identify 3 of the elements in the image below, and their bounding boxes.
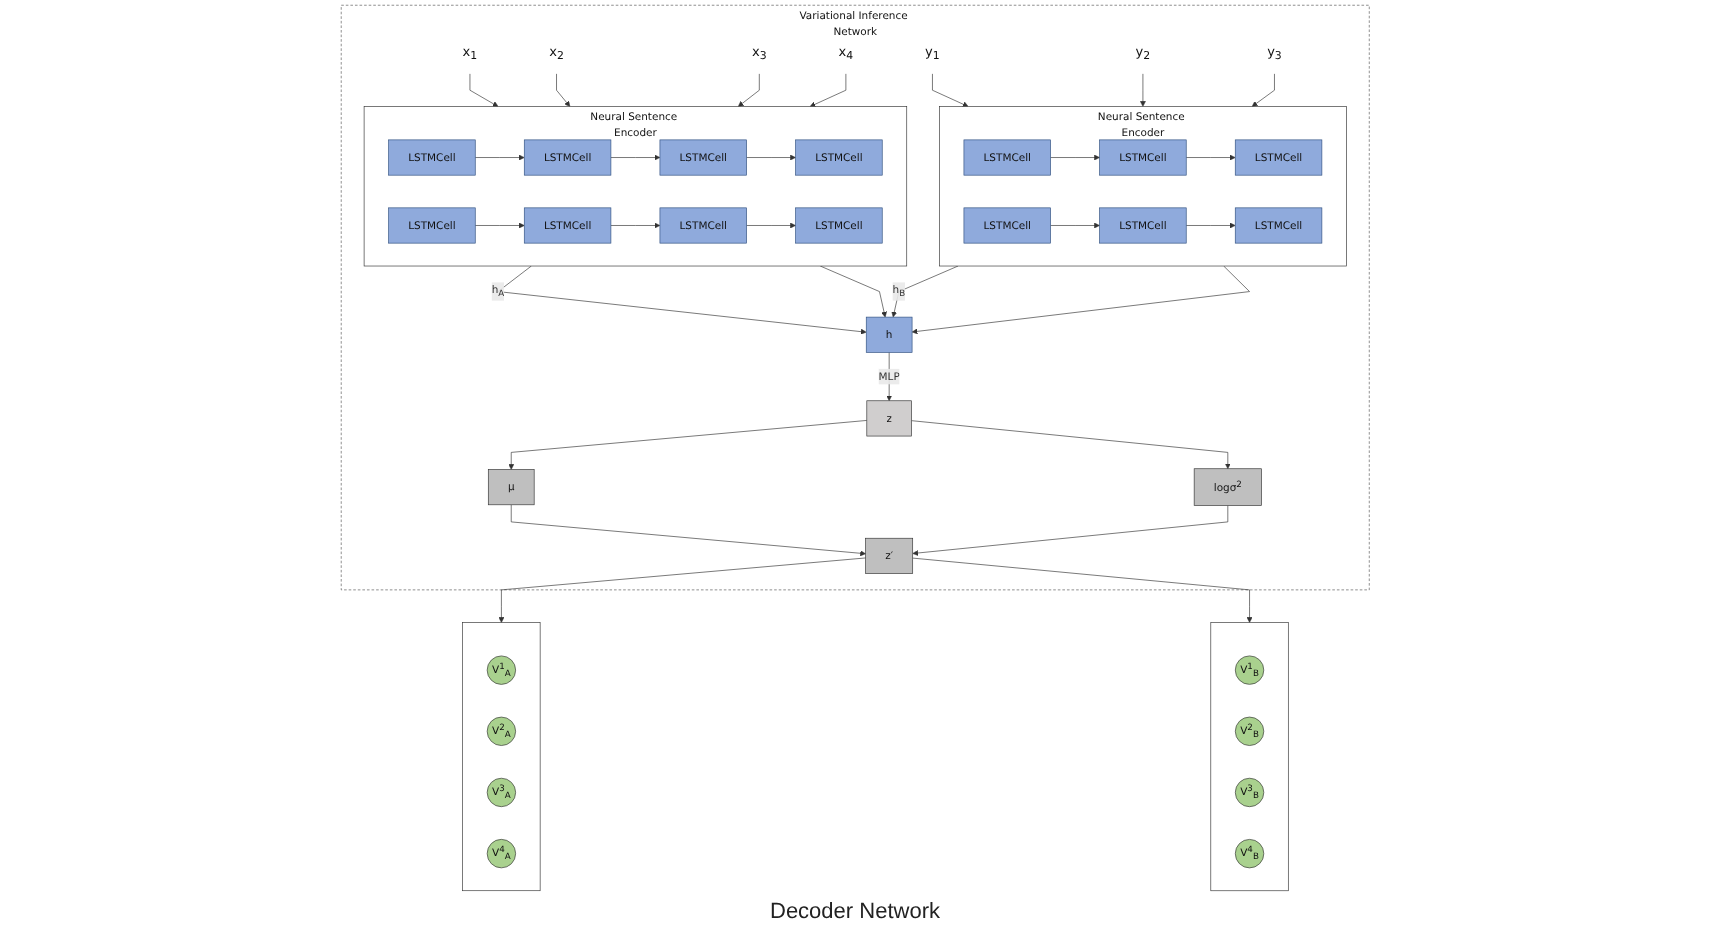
cluster	[462, 622, 541, 892]
cluster	[1210, 622, 1289, 892]
diagram-label: Decoder Network	[770, 900, 940, 924]
